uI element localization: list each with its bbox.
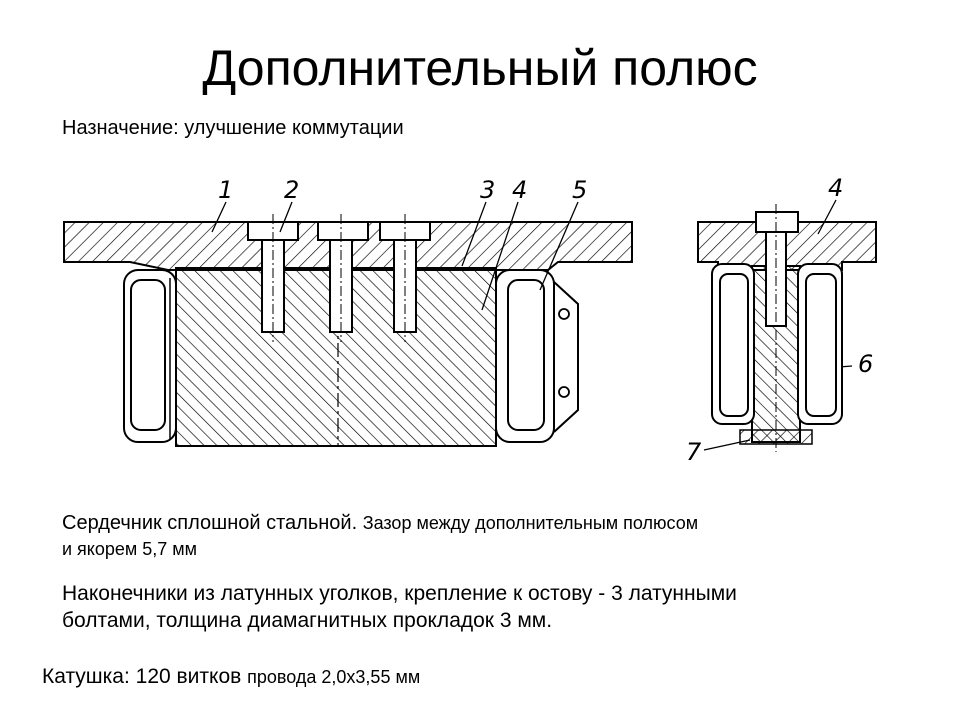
side-bolt [755, 204, 799, 452]
slide-title: Дополнительный полюс [202, 40, 758, 96]
tips-line-2: болтами, толщина диамагнитных прокладок … [62, 609, 553, 632]
callout-3: 3 [480, 176, 495, 204]
tips-line-1: Наконечники из латунных уголков, креплен… [62, 582, 737, 605]
left-coil [123, 269, 177, 443]
callout-2: 2 [284, 176, 299, 204]
callout-1: 1 [218, 176, 233, 204]
core-gap-text: Зазор между дополнительным полюсом [362, 513, 699, 533]
pole-drawing: 1 2 3 4 5 4 6 7 [63, 174, 877, 466]
coil-main-text: Катушка: 120 витков [42, 665, 242, 688]
coil-description: Катушка: 120 витков провода 2,0х3,55 мм [42, 664, 420, 690]
callout-4-side: 4 [828, 174, 843, 202]
callout-6: 6 [858, 350, 873, 378]
tips-description: Наконечники из латунных уголков, креплен… [62, 580, 932, 634]
callout-5: 5 [572, 176, 587, 204]
coil-wire-text: провода 2,0х3,55 мм [247, 667, 421, 687]
core-gap-text-2: и якорем 5,7 мм [62, 539, 198, 559]
side-coils [711, 263, 843, 445]
fixing-bolts [247, 214, 431, 342]
right-coil [495, 269, 579, 443]
core-description: Сердечник сплошной стальной. Зазор между… [62, 510, 932, 562]
core-main-text: Сердечник сплошной стальной. [62, 512, 358, 534]
callout-7: 7 [686, 438, 702, 466]
callout-4: 4 [512, 176, 527, 204]
purpose-text: Назначение: улучшение коммутации [62, 117, 404, 139]
